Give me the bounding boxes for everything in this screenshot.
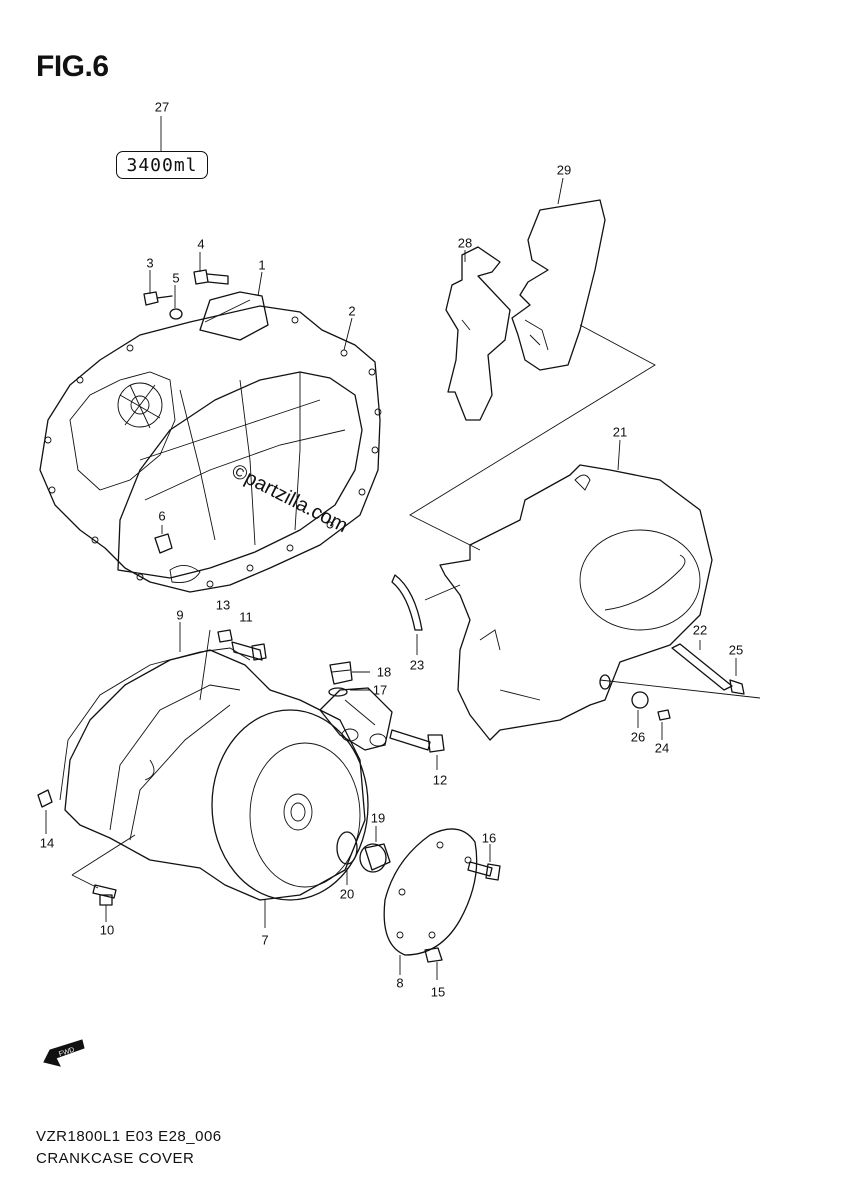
part-number-29: 29 — [556, 162, 572, 178]
o-ring-17-icon — [328, 687, 348, 697]
part-number-6: 6 — [158, 508, 166, 524]
generator-cover-7 — [64, 649, 393, 901]
washer-5-icon — [169, 308, 183, 320]
part-number-11: 11 — [239, 609, 253, 625]
bolt-16-icon — [467, 861, 501, 881]
cap-19-icon — [359, 843, 391, 873]
part-number-20: 20 — [339, 886, 355, 902]
part-number-4: 4 — [197, 236, 205, 252]
bolt-3-icon — [143, 291, 173, 306]
bolt-4-icon — [193, 269, 229, 285]
oil-capacity-label: 3400ml — [116, 151, 208, 179]
part-number-26: 26 — [630, 729, 646, 745]
fwd-badge-text: FWD — [58, 1047, 75, 1059]
fwd-arrow-icon: FWD — [43, 1039, 85, 1067]
grommet-26-icon — [631, 691, 649, 709]
part-number-10: 10 — [99, 922, 115, 938]
part-number-23: 23 — [409, 657, 425, 673]
spacer-22 — [671, 643, 733, 691]
part-number-15: 15 — [430, 984, 446, 1000]
part-number-25: 25 — [728, 642, 744, 658]
part-number-18: 18 — [376, 664, 392, 680]
bolt-15-icon — [424, 947, 443, 963]
part-number-5: 5 — [172, 270, 180, 286]
part-number-3: 3 — [146, 255, 154, 271]
part-number-9: 9 — [176, 607, 184, 623]
o-ring-20-icon — [336, 831, 358, 865]
cover-28 — [445, 246, 511, 421]
diagram-code: VZR1800L1 E03 E28_006 — [36, 1128, 222, 1145]
part-number-8: 8 — [396, 975, 404, 991]
part-number-27: 27 — [154, 99, 170, 115]
bolt-12-icon — [389, 729, 445, 753]
part-number-17: 17 — [372, 682, 388, 698]
part-number-21: 21 — [612, 424, 628, 440]
part-number-19: 19 — [370, 810, 386, 826]
cover-8 — [383, 828, 478, 956]
upper-crankcase-cover — [39, 291, 382, 593]
clip-23 — [391, 574, 423, 631]
cover-29 — [511, 199, 606, 371]
bolt-24-icon — [657, 709, 671, 721]
diagram-caption: CRANKCASE COVER — [36, 1150, 195, 1167]
part-number-24: 24 — [654, 740, 670, 756]
bolt-11-icon — [231, 641, 267, 661]
part-number-22: 22 — [692, 622, 708, 638]
part-number-14: 14 — [39, 835, 55, 851]
bolt-10-icon — [92, 884, 117, 906]
part-number-7: 7 — [261, 932, 269, 948]
dowel-14-icon — [37, 789, 53, 808]
part-number-16: 16 — [481, 830, 497, 846]
cover-21 — [439, 464, 713, 741]
part-number-28: 28 — [457, 235, 473, 251]
part-number-2: 2 — [348, 303, 356, 319]
part-number-1: 1 — [258, 257, 266, 273]
nut-25-icon — [729, 679, 745, 695]
part-number-12: 12 — [432, 772, 448, 788]
washer-13-icon — [217, 629, 233, 643]
plug-18-icon — [329, 661, 353, 685]
part-number-13: 13 — [215, 597, 231, 613]
figure-title: FIG.6 — [36, 50, 109, 83]
